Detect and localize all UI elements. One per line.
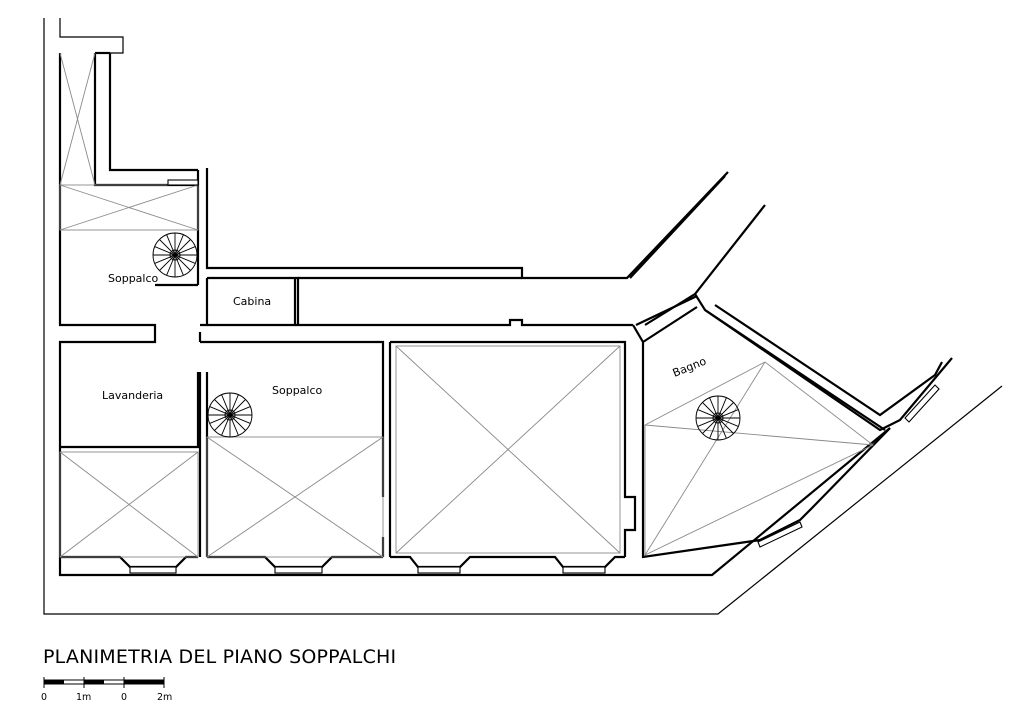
spiral-stair-center [207, 392, 253, 438]
windows [129, 179, 940, 574]
scale-bar: 0 1m 0 2m [41, 677, 172, 703]
walls [58, 51, 953, 577]
spiral-stair-bagno [695, 395, 741, 441]
scale-tick-0b: 0 [121, 692, 127, 703]
drawing-title: PLANIMETRIA DEL PIANO SOPPALCHI [43, 646, 396, 668]
room-label-lavanderia: Lavanderia [102, 389, 163, 402]
room-label-soppalco-left: Soppalco [108, 272, 159, 285]
scale-tick-0: 0 [41, 692, 47, 703]
room-label-soppalco-center: Soppalco [272, 384, 323, 397]
scale-tick-2m: 2m [157, 692, 172, 703]
room-label-bagno: Bagno [671, 354, 709, 379]
scale-tick-1m: 1m [76, 692, 91, 703]
void-crosses [59, 52, 874, 558]
outer-wall [43, 18, 1003, 615]
spiral-stair-left [152, 232, 198, 278]
room-label-cabina: Cabina [233, 295, 271, 308]
